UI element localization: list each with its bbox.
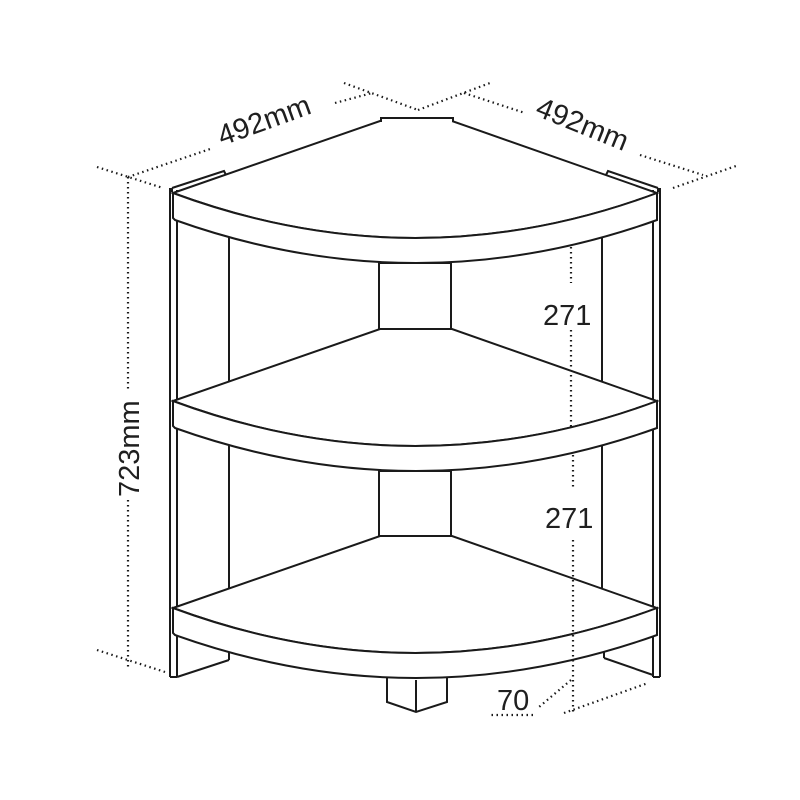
back-post-lower (378, 470, 452, 538)
leg-height-label: 70 (497, 685, 529, 717)
back-post-upper (378, 262, 452, 330)
shelf-front-edge (172, 399, 658, 472)
dimension-lines (96, 81, 737, 717)
height-label: 723mm (114, 400, 146, 497)
bottom-shelf (170, 535, 660, 679)
right-side-panel (652, 188, 661, 678)
middle-shelf (170, 328, 660, 472)
feet (176, 657, 654, 714)
left-side-panel (169, 188, 178, 678)
shelf-gap-lower-label: 271 (545, 503, 593, 535)
top-notches (171, 117, 659, 192)
width-right-label: 492mm (531, 92, 633, 158)
shelf-front-edge (172, 606, 658, 679)
top-shelf (170, 120, 660, 264)
width-left-label: 492mm (213, 89, 315, 152)
shelf-front-edge (172, 191, 658, 264)
shelf-gap-upper-label: 271 (543, 300, 591, 332)
